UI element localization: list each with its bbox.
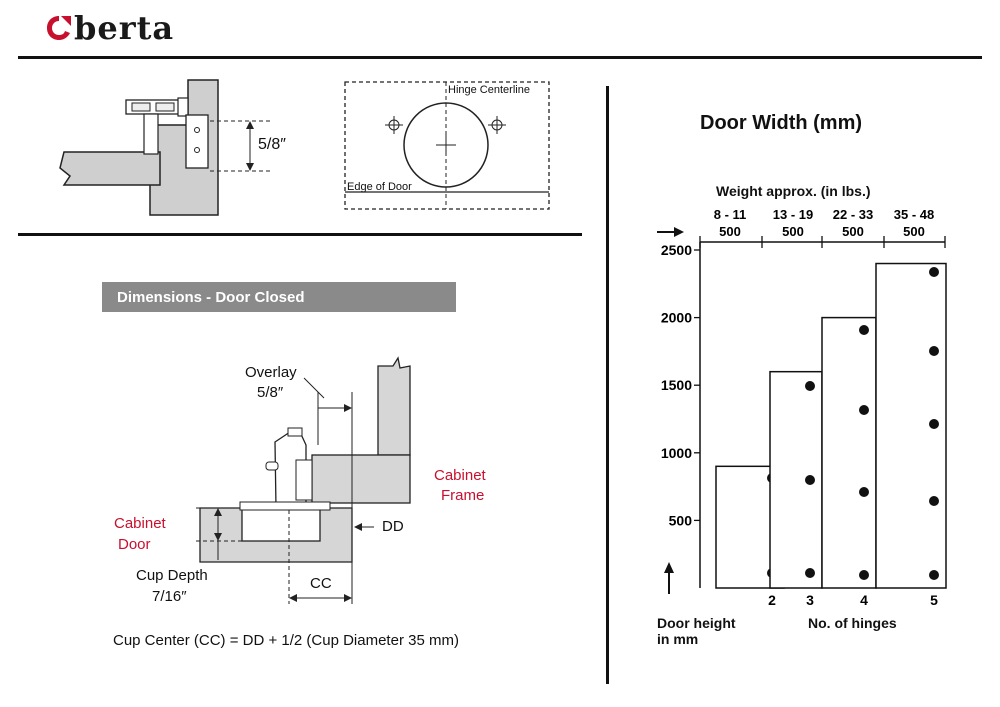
edge-of-door-label: Edge of Door bbox=[347, 181, 412, 193]
y-tick-label-4: 500 bbox=[669, 512, 693, 528]
hinge-dot-1-0 bbox=[805, 381, 815, 391]
cabinet-frame-label-1: Cabinet bbox=[434, 467, 486, 484]
hinge-dot-3-0 bbox=[929, 267, 939, 277]
weight-range-1: 13 - 19 bbox=[773, 207, 813, 222]
hinge-dot-3-4 bbox=[929, 570, 939, 580]
cup-depth-label: Cup Depth bbox=[136, 567, 208, 584]
height-arrow-head bbox=[664, 562, 674, 573]
section-title: Dimensions - Door Closed bbox=[102, 282, 456, 312]
x-axis-label: No. of hinges bbox=[808, 615, 897, 631]
hinge-centerline-label: Hinge Centerline bbox=[448, 84, 530, 96]
cabinet-door-label-1: Cabinet bbox=[114, 515, 166, 532]
column-divider bbox=[606, 86, 609, 684]
hinge-dot-3-2 bbox=[929, 419, 939, 429]
cabinet-door-label-2: Door bbox=[118, 536, 151, 553]
chart-title: Door Width (mm) bbox=[700, 112, 863, 134]
y-axis-label-2: in mm bbox=[657, 631, 699, 647]
brand-logo: berta bbox=[44, 8, 174, 48]
cabinet-frame-label-2: Frame bbox=[441, 487, 485, 504]
hinge-dot-3-1 bbox=[929, 346, 939, 356]
overlay-label: Overlay bbox=[245, 364, 297, 381]
hinge-dot-3-3 bbox=[929, 496, 939, 506]
y-tick-label-0: 2500 bbox=[661, 242, 692, 258]
brand-name: berta bbox=[74, 9, 175, 47]
weight-range-0: 8 - 11 bbox=[714, 207, 747, 222]
bar-4-hinges bbox=[821, 316, 877, 589]
weight-range-3: 35 - 48 bbox=[894, 207, 934, 222]
y-tick-label-3: 1000 bbox=[661, 445, 692, 461]
door-width-value-1: 500 bbox=[782, 224, 804, 239]
top-overlay-value: 5/8″ bbox=[258, 136, 286, 153]
hinge-dot-2-1 bbox=[859, 405, 869, 415]
cup-center-formula: Cup Center (CC) = DD + 1/2 (Cup Diameter… bbox=[113, 632, 459, 649]
hinge-dot-1-2 bbox=[805, 568, 815, 578]
header-rule bbox=[18, 56, 982, 59]
door-width-value-2: 500 bbox=[842, 224, 864, 239]
dd-label: DD bbox=[382, 518, 404, 535]
y-tick-label-2: 1500 bbox=[661, 377, 692, 393]
hinge-dot-2-3 bbox=[859, 570, 869, 580]
hinge-dot-1-1 bbox=[805, 475, 815, 485]
y-axis-label-1: Door height bbox=[657, 615, 736, 631]
x-tick-label-1: 3 bbox=[806, 592, 814, 608]
hinge-dot-2-0 bbox=[859, 325, 869, 335]
cc-label: CC bbox=[310, 575, 332, 592]
door-width-value-3: 500 bbox=[903, 224, 925, 239]
door-width-value-0: 500 bbox=[719, 224, 741, 239]
x-tick-label-3: 5 bbox=[930, 592, 938, 608]
overlay-value: 5/8″ bbox=[257, 384, 284, 401]
weight-header: Weight approx. (in lbs.) bbox=[716, 183, 871, 199]
x-tick-label-0: 2 bbox=[768, 592, 776, 608]
cup-depth-value: 7/16″ bbox=[152, 588, 187, 605]
y-tick-label-1: 2000 bbox=[661, 310, 692, 326]
x-tick-label-2: 4 bbox=[860, 592, 868, 608]
weight-range-2: 22 - 33 bbox=[833, 207, 873, 222]
width-arrow-head bbox=[674, 227, 684, 237]
hinge-dot-2-2 bbox=[859, 487, 869, 497]
left-section-rule bbox=[18, 233, 582, 236]
berta-logo-icon bbox=[47, 16, 71, 40]
